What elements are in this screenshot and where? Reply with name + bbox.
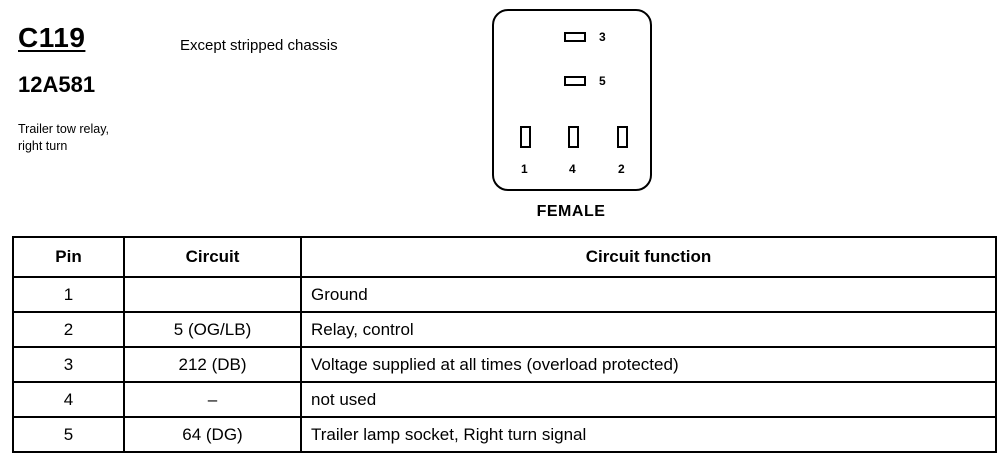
- table-row: 4 – not used: [12, 381, 997, 418]
- cell-function: Voltage supplied at all times (overload …: [300, 346, 997, 383]
- cell-pin: 3: [12, 346, 125, 383]
- pin-slot-2: [617, 126, 628, 148]
- cell-function: Relay, control: [300, 311, 997, 348]
- header-function: Circuit function: [300, 236, 997, 278]
- cell-pin: 5: [12, 416, 125, 453]
- connector-note: Except stripped chassis: [180, 37, 338, 54]
- cell-circuit: 5 (OG/LB): [123, 311, 302, 348]
- pin-label-3: 3: [599, 30, 606, 44]
- description-line-2: right turn: [18, 139, 68, 153]
- cell-pin: 1: [12, 276, 125, 313]
- cell-pin: 2: [12, 311, 125, 348]
- part-number: 12A581: [18, 72, 96, 97]
- pin-slot-1: [520, 126, 531, 148]
- cell-circuit: –: [123, 381, 302, 418]
- table-row: 2 5 (OG/LB) Relay, control: [12, 311, 997, 348]
- cell-circuit: 64 (DG): [123, 416, 302, 453]
- cell-function: Ground: [300, 276, 997, 313]
- header-pin: Pin: [12, 236, 125, 278]
- cell-pin: 4: [12, 381, 125, 418]
- pin-label-4: 4: [569, 162, 576, 176]
- cell-function: Trailer lamp socket, Right turn signal: [300, 416, 997, 453]
- table-row: 5 64 (DG) Trailer lamp socket, Right tur…: [12, 416, 997, 453]
- table-header-row: Pin Circuit Circuit function: [12, 236, 997, 278]
- pin-label-1: 1: [521, 162, 528, 176]
- connector-face-diagram: 3 5 1 4 2: [492, 9, 652, 191]
- description-line-1: Trailer tow relay,: [18, 122, 109, 136]
- pin-label-2: 2: [618, 162, 625, 176]
- table-row: 1 Ground: [12, 276, 997, 313]
- pinout-table: Pin Circuit Circuit function 1 Ground 2 …: [12, 236, 997, 453]
- cell-function: not used: [300, 381, 997, 418]
- cell-circuit: [123, 276, 302, 313]
- pin-slot-4: [568, 126, 579, 148]
- connector-id: C119: [18, 22, 86, 53]
- connector-description: Trailer tow relay, right turn: [18, 121, 188, 155]
- pin-slot-3: [564, 32, 586, 42]
- pin-slot-5: [564, 76, 586, 86]
- table-row: 3 212 (DB) Voltage supplied at all times…: [12, 346, 997, 383]
- connector-gender: FEMALE: [536, 203, 606, 220]
- pin-label-5: 5: [599, 74, 606, 88]
- header-circuit: Circuit: [123, 236, 302, 278]
- cell-circuit: 212 (DB): [123, 346, 302, 383]
